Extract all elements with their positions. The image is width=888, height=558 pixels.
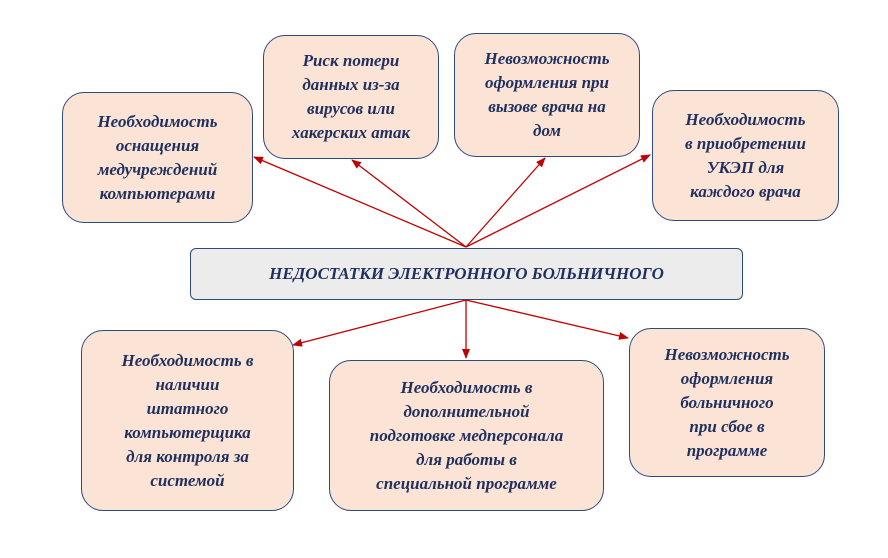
box-ukep: Необходимость в приобретении УКЭП для ка… [652, 90, 839, 221]
box-it-staff-text: Необходимость в наличии штатного компьют… [121, 350, 254, 490]
box-software-failure-text: Невозможность оформления больничного при… [664, 344, 790, 460]
central-topic-title: НЕДОСТАТКИ ЭЛЕКТРОННОГО БОЛЬНИЧНОГО [269, 264, 664, 283]
box-it-staff: Необходимость в наличии штатного компьют… [81, 330, 294, 511]
box-software-failure: Невозможность оформления больничного при… [629, 328, 825, 477]
arrow-to-box-7 [465, 299, 629, 340]
box-home-visit: Невозможность оформления при вызове врач… [454, 33, 640, 157]
box-data-loss-risk: Риск потери данных из-за вирусов или хак… [263, 35, 439, 159]
box-equipment: Необходимость оснащения медучреждений ко… [62, 92, 253, 223]
arrow-to-box-1 [253, 156, 467, 248]
box-ukep-text: Необходимость в приобретении УКЭП для ка… [685, 109, 806, 201]
central-topic: НЕДОСТАТКИ ЭЛЕКТРОННОГО БОЛЬНИЧНОГО [190, 248, 743, 300]
arrow-to-box-5 [292, 299, 467, 347]
arrow-to-box-3 [465, 157, 546, 248]
box-staff-training: Необходимость в дополнительной подготовк… [329, 360, 604, 511]
arrow-to-box-2 [351, 159, 467, 248]
box-staff-training-text: Необходимость в дополнительной подготовк… [369, 377, 564, 493]
arrow-to-box-4 [465, 154, 651, 248]
box-data-loss-risk-text: Риск потери данных из-за вирусов или хак… [291, 51, 411, 142]
box-equipment-text: Необходимость оснащения медучреждений ко… [97, 111, 218, 203]
box-home-visit-text: Невозможность оформления при вызове врач… [484, 49, 610, 140]
